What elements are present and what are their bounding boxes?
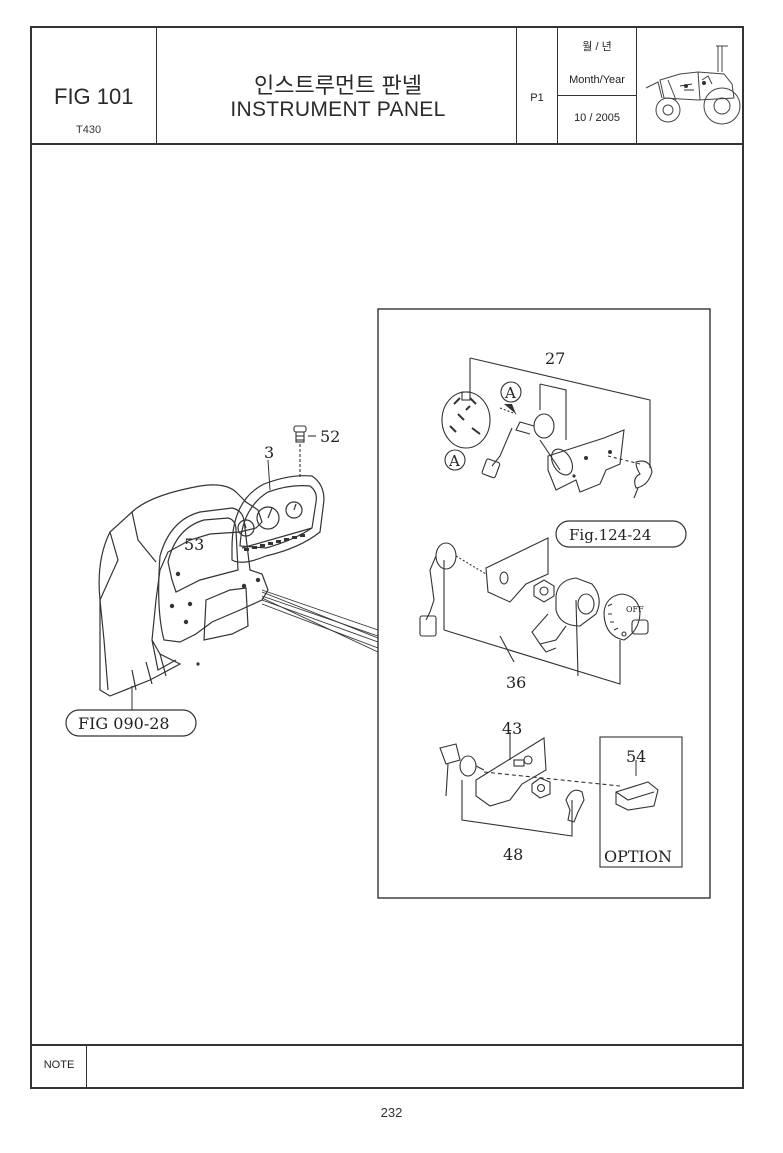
tractor-thumbnail: [645, 45, 741, 125]
gauge-cluster-indicators: [244, 534, 305, 551]
switch-assembly-36: [419, 537, 649, 685]
fig-090-28-reference: [65, 686, 197, 737]
fig-124-24-reference: [555, 520, 687, 548]
fig-090-28-label: FIG 090-28: [78, 714, 170, 733]
title-korean: 인스트루먼트 판넬: [253, 73, 423, 98]
page-code: P1: [530, 92, 544, 104]
title-english: INSTRUMENT PANEL: [230, 98, 446, 121]
callout-48: 48: [503, 845, 523, 864]
panel-housing-holes: [169, 571, 261, 666]
option-label: OPTION: [604, 847, 672, 866]
header-divider: [30, 143, 744, 145]
off-label: OFF: [626, 605, 644, 614]
month-year-value: 10 / 2005: [574, 112, 620, 124]
leader-3: [267, 459, 271, 491]
month-year-korean: 월 / 년: [582, 41, 612, 53]
header-col-divider-2: [516, 26, 517, 144]
callout-a-2: A: [448, 452, 460, 470]
note-label: NOTE: [43, 1059, 75, 1071]
switch-assembly-48: [439, 732, 621, 837]
header-col-divider-3: [557, 26, 558, 144]
fig-124-24-label: Fig.124-24: [569, 526, 651, 544]
option-box: [599, 736, 683, 868]
callout-52: 52: [320, 427, 340, 446]
detail-leader-wedge: [261, 589, 379, 653]
callout-3: 3: [264, 443, 274, 462]
header-col-divider-4: [636, 26, 637, 144]
callout-a-circle-2: [444, 449, 466, 471]
fig-number: FIG 101: [54, 84, 134, 109]
page-number: 232: [380, 1105, 403, 1120]
month-year-divider: [557, 95, 637, 96]
header-col-divider-1: [156, 26, 157, 144]
callout-a-circle-1: [500, 381, 522, 403]
note-col-divider: [86, 1045, 87, 1088]
arrow-a: [504, 404, 516, 414]
callout-a-1: A: [504, 384, 516, 402]
panel-housing: [98, 484, 269, 697]
callout-53: 53: [184, 535, 204, 554]
detail-box: [377, 308, 711, 899]
callout-54: 54: [626, 747, 646, 766]
callout-43: 43: [502, 719, 522, 738]
switch-27-dots: [572, 450, 612, 478]
switch-assembly-27: [441, 357, 653, 499]
screw-52: [293, 425, 316, 478]
model-code: T430: [76, 124, 102, 136]
callout-36: 36: [506, 673, 526, 692]
gauge-cluster: [231, 475, 325, 563]
page-frame: [30, 26, 744, 1089]
month-year-label: Month/Year: [569, 74, 625, 86]
note-divider: [30, 1044, 744, 1046]
callout-27: 27: [545, 349, 565, 368]
